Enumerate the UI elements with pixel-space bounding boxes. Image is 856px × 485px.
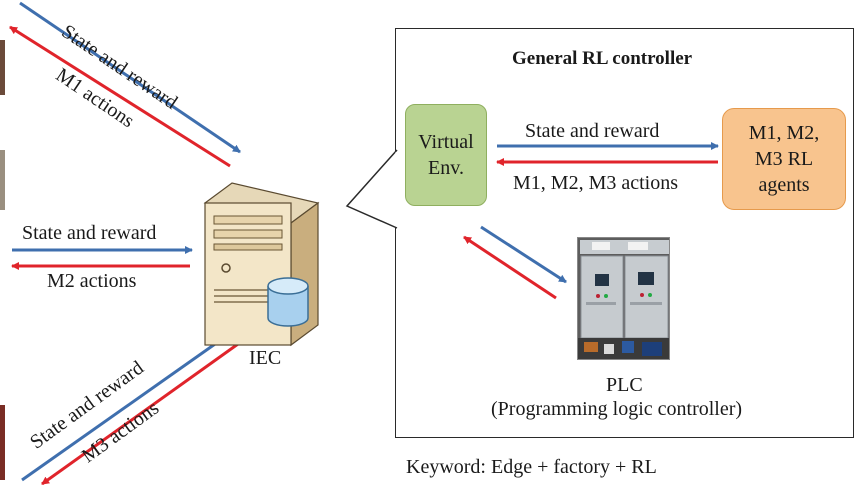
panel-title: General RL controller — [512, 48, 693, 69]
database-icon — [267, 277, 309, 327]
keyword-caption: Keyword: Edge + factory + RL — [406, 456, 657, 478]
m3-state-arrow — [21, 335, 226, 482]
virtual-env-box: Virtual Env. — [405, 104, 487, 206]
virtual-env-label: Virtual Env. — [418, 131, 474, 179]
env-to-plc-arrow — [480, 225, 567, 284]
plc-description-label: (Programming logic controller) — [491, 398, 743, 420]
plc-cabinet-image — [578, 238, 669, 359]
m2-action-label: M2 actions — [47, 270, 137, 292]
env-agent-state-label: State and reward — [525, 120, 660, 142]
m2-state-label: State and reward — [22, 222, 157, 244]
left-edge-photo-strip-3 — [0, 405, 5, 480]
m1-state-arrow — [19, 1, 241, 154]
rl-agents-box: M1, M2, M3 RL agents — [722, 108, 846, 210]
plc-name-label: PLC — [606, 374, 643, 396]
rl-agents-label: M1, M2, M3 RL agents — [748, 122, 820, 196]
env-agent-action-label: M1, M2, M3 actions — [513, 172, 678, 194]
server-label: IEC — [249, 347, 282, 369]
plc-photo — [577, 237, 670, 360]
rl-controller-panel — [395, 28, 854, 438]
plc-to-env-arrow — [463, 235, 557, 300]
m1-action-arrow — [9, 25, 231, 168]
m3-action-arrow — [41, 337, 246, 485]
left-edge-photo-strip-1 — [0, 40, 5, 95]
callout-pointer — [345, 149, 399, 229]
left-edge-photo-strip-2 — [0, 150, 5, 210]
